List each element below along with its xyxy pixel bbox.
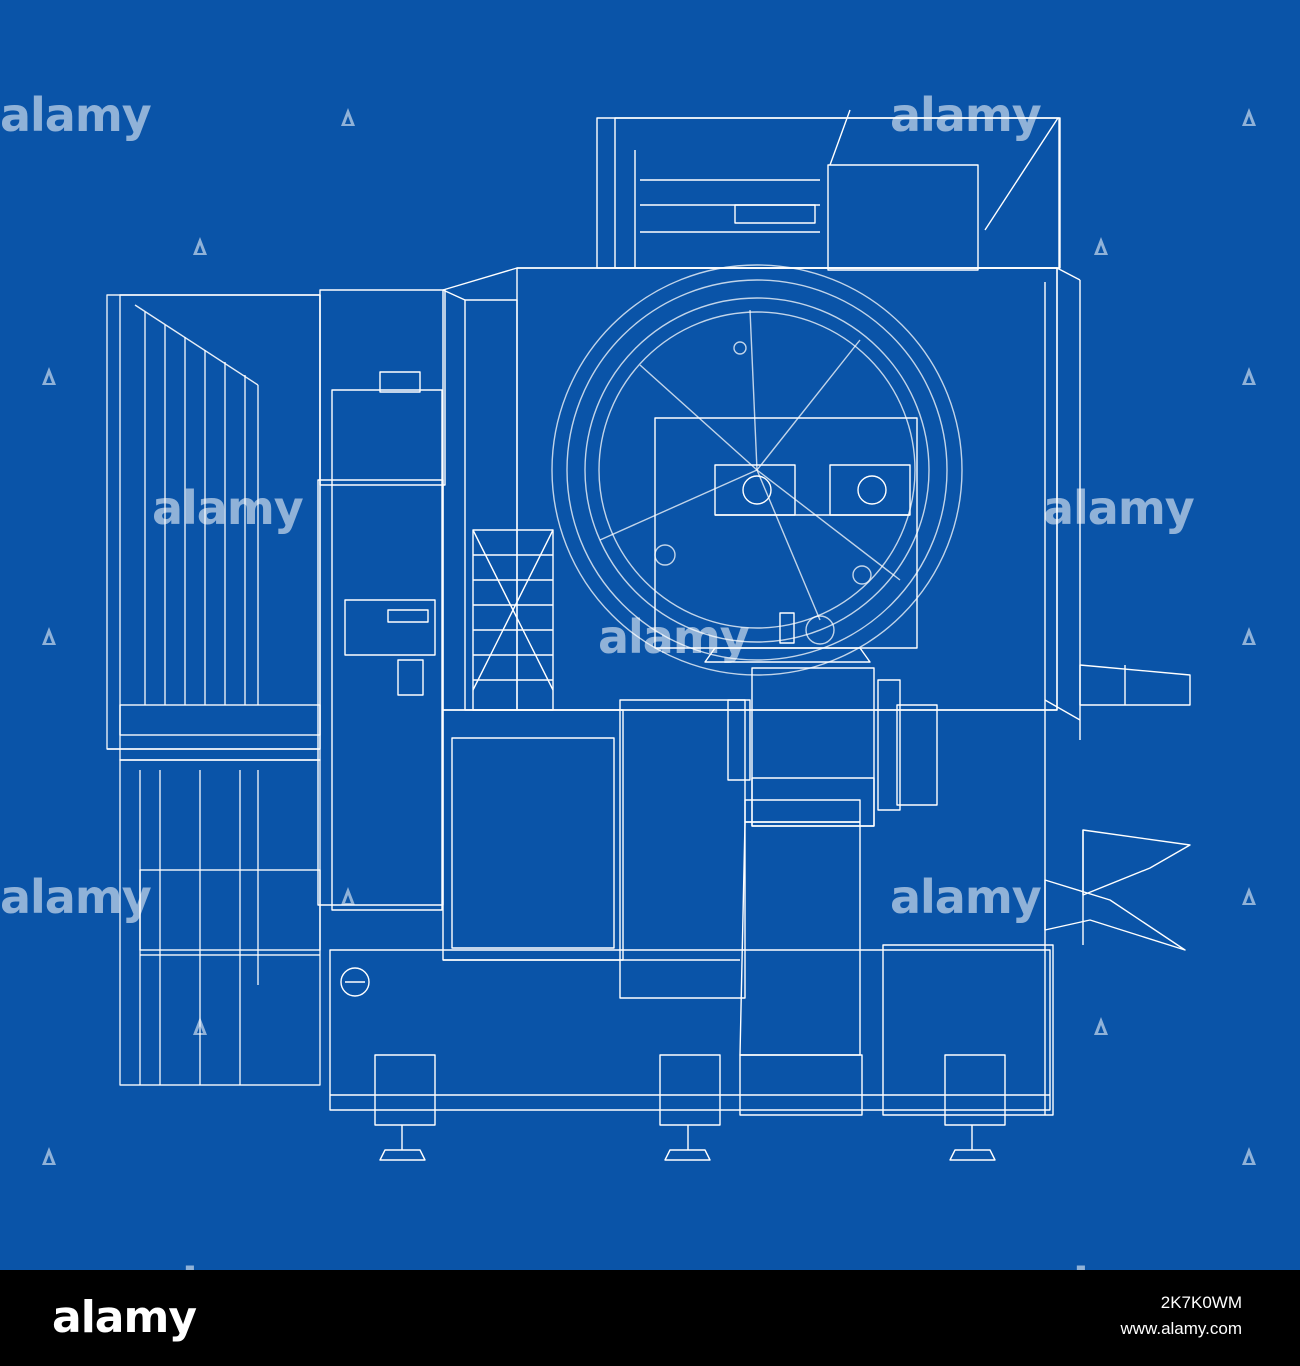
tool-carousel [551,264,963,676]
watermark: alamy [152,481,304,535]
a-triangle-logo-icon [341,887,355,905]
footer-logo[interactable]: alamy [52,1292,197,1343]
a-triangle-logo-icon [1094,1017,1108,1035]
a-triangle-logo-icon [42,627,56,645]
machine-wireframe-drawing [106,109,1191,1161]
watermark: alamy [0,870,152,924]
left-cabinet [106,294,321,1086]
image-id: 2K7K0WM [1160,1293,1242,1312]
leveling-feet [374,1054,1006,1161]
rack [472,529,554,711]
a-triangle-logo-icon [1242,367,1256,385]
watermark: alamy [598,610,750,664]
watermark: alamy [1043,1262,1194,1270]
watermark: alamy [890,870,1042,924]
a-triangle-logo-icon [1242,1147,1256,1165]
watermark: alamy [890,88,1042,142]
a-triangle-logo-icon [1242,627,1256,645]
footer-bar: alamy 2K7K0WM www.alamy.com [0,1270,1300,1366]
site-link[interactable]: www.alamy.com [1120,1319,1242,1338]
a-triangle-logo-icon [42,1147,56,1165]
watermark: alamy [0,88,152,142]
a-triangle-logo-icon [42,367,56,385]
a-triangle-logo-icon [1094,237,1108,255]
footer-image-info: 2K7K0WM www.alamy.com [1120,1290,1242,1342]
watermark: alamy [152,1262,303,1270]
center-column [317,289,446,911]
right-chutes [1044,664,1191,951]
a-triangle-logo-icon [193,1017,207,1035]
main-housing [442,267,1081,740]
a-triangle-logo-icon [1242,887,1256,905]
watermark: alamy [1043,481,1195,535]
control-pendant [704,647,938,1116]
a-triangle-logo-icon [1242,108,1256,126]
a-triangle-logo-icon [193,237,207,255]
lower-body [329,282,1081,1116]
a-triangle-logo-icon [341,108,355,126]
